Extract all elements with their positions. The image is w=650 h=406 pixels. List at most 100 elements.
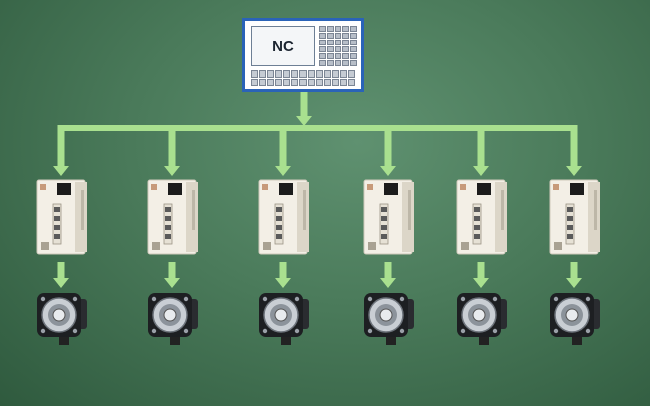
servo-drive-2 <box>147 179 198 255</box>
nc-keyboard-key <box>275 70 283 78</box>
drive-port <box>381 216 387 221</box>
drive-port <box>54 207 60 212</box>
servo-drive-5 <box>456 179 507 255</box>
nc-keyboard-key <box>259 78 267 86</box>
nc-key <box>326 39 334 46</box>
drive-port <box>474 216 480 221</box>
motor-bolt <box>399 296 405 302</box>
nc-key <box>342 26 350 32</box>
nc-key <box>326 53 334 60</box>
branch-arrow <box>275 128 291 176</box>
nc-keyboard-key <box>339 78 347 86</box>
motor-bolt <box>585 328 591 334</box>
motor-cable <box>59 333 69 345</box>
servo-motor-1 <box>37 293 87 345</box>
drive-logo <box>553 184 559 190</box>
nc-key <box>342 39 350 46</box>
nc-keyboard-key <box>307 78 315 86</box>
motor-cable <box>170 333 180 345</box>
drive-vents <box>81 190 84 230</box>
motor-bolt <box>72 296 78 302</box>
nc-key <box>342 60 350 66</box>
nc-label: NC <box>272 37 294 55</box>
drive-display <box>57 183 71 195</box>
nc-screen: NC <box>251 26 315 66</box>
drive-terminal <box>554 242 562 250</box>
nc-keyboard-key <box>283 70 291 78</box>
connector-lines <box>53 92 582 288</box>
motor-bolt <box>553 296 559 302</box>
nc-key <box>319 26 326 32</box>
drive-connector-panel <box>274 203 284 245</box>
nc-keyboard-key <box>299 70 307 78</box>
nc-keyboard-key <box>339 70 347 78</box>
motor-shaft <box>472 308 486 322</box>
nc-keyboard-key <box>283 78 291 86</box>
drive-vents <box>408 190 411 230</box>
nc-key <box>342 53 350 60</box>
drive-motor-arrow <box>53 262 69 288</box>
motor-shaft <box>274 308 288 322</box>
branch-arrow <box>473 128 489 176</box>
drive-vents <box>594 190 597 230</box>
nc-key <box>342 46 350 53</box>
nc-keyboard-key <box>315 78 323 86</box>
nc-key <box>319 32 326 39</box>
drive-terminal <box>263 242 271 250</box>
drive-port <box>54 225 60 230</box>
servo-motor-4 <box>364 293 414 345</box>
drive-port <box>276 225 282 230</box>
nc-keyboard-key <box>331 70 339 78</box>
servo-motor-5 <box>457 293 507 345</box>
nc-keyboard-key <box>331 78 339 86</box>
drive-port <box>567 207 573 212</box>
nc-keyboard-key <box>347 70 355 78</box>
nc-keyboard-key <box>323 70 331 78</box>
drive-logo <box>151 184 157 190</box>
nc-key <box>326 32 334 39</box>
servo-drive-6 <box>549 179 600 255</box>
drive-port <box>165 234 171 239</box>
drive-port <box>165 225 171 230</box>
nc-key <box>350 46 357 53</box>
motor-shaft <box>163 308 177 322</box>
nc-key <box>326 60 334 66</box>
drive-port <box>381 234 387 239</box>
drive-terminal <box>41 242 49 250</box>
servo-drive-4 <box>363 179 414 255</box>
nc-key <box>350 39 357 46</box>
nc-key <box>319 53 326 60</box>
drive-port <box>276 234 282 239</box>
nc-keyboard-key <box>251 78 259 86</box>
drive-port <box>474 207 480 212</box>
drive-terminal <box>152 242 160 250</box>
drive-port <box>276 207 282 212</box>
motor-bolt <box>40 296 46 302</box>
motor-bolt <box>151 296 157 302</box>
nc-key <box>334 60 342 66</box>
nc-keyboard-key <box>251 70 259 78</box>
nc-keyboard-key <box>291 70 299 78</box>
drive-vents <box>192 190 195 230</box>
motor-bolt <box>262 296 268 302</box>
drive-display <box>477 183 491 195</box>
motor-bolt <box>367 328 373 334</box>
motor-shaft <box>565 308 579 322</box>
drive-port <box>381 207 387 212</box>
drive-motor-arrow <box>566 262 582 288</box>
motor-bolt <box>183 296 189 302</box>
servo-motor-6 <box>550 293 600 345</box>
nc-key <box>334 26 342 32</box>
motor-bolt <box>492 296 498 302</box>
drive-port <box>54 234 60 239</box>
motor-bolt <box>399 328 405 334</box>
nc-key <box>350 26 357 32</box>
drive-display <box>279 183 293 195</box>
drive-logo <box>262 184 268 190</box>
nc-keyboard-key <box>291 78 299 86</box>
branch-arrow <box>380 128 396 176</box>
nc-key <box>334 32 342 39</box>
drive-vents <box>501 190 504 230</box>
nc-key <box>342 32 350 39</box>
